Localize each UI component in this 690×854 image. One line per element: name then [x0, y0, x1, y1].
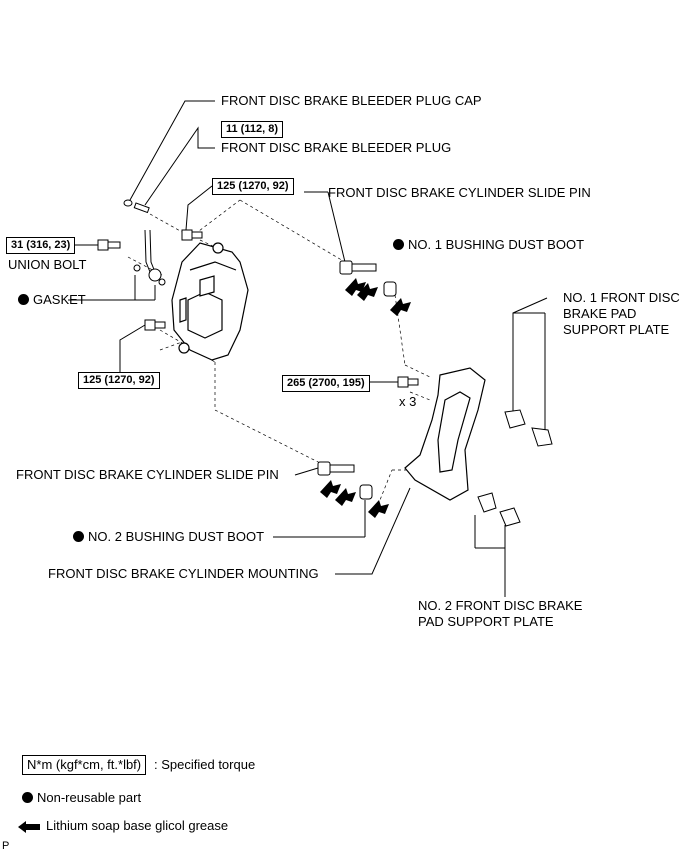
bleeder-plug-cap-label: FRONT DISC BRAKE BLEEDER PLUG CAP	[221, 93, 482, 108]
support-plate-1-line2: BRAKE PAD	[563, 306, 637, 321]
non-reusable-dot-icon	[73, 531, 84, 542]
bushing-boot-1-text: NO. 1 BUSHING DUST BOOT	[408, 237, 585, 252]
torque-bleeder-plug: 11 (112, 8)	[221, 121, 283, 138]
torque-upper-bolt: 125 (1270, 92)	[212, 178, 294, 195]
bushing-boot-2-text: NO. 2 BUSHING DUST BOOT	[88, 529, 265, 544]
cylinder-mounting-label: FRONT DISC BRAKE CYLINDER MOUNTING	[48, 566, 319, 581]
non-reusable-dot-icon	[393, 239, 404, 250]
legend-grease-text: Lithium soap base glicol grease	[46, 818, 229, 833]
legend-torque-desc: : Specified torque	[154, 757, 256, 772]
support-plate-1-line3: SUPPORT PLATE	[563, 322, 670, 337]
grease-arrow-icon	[18, 820, 40, 833]
legend-non-reusable-text: Non-reusable part	[37, 790, 142, 805]
support-plate-2-line2: PAD SUPPORT PLATE	[418, 614, 554, 629]
bushing-boot-2-label: NO. 2 BUSHING DUST BOOT	[73, 529, 264, 545]
torque-lower-bolt: 125 (1270, 92)	[78, 372, 160, 389]
corner-mark: P	[2, 840, 10, 852]
torque-union-bolt: 31 (316, 23)	[6, 237, 76, 254]
slide-pin-bottom-label: FRONT DISC BRAKE CYLINDER SLIDE PIN	[16, 467, 279, 482]
non-reusable-dot-icon	[22, 792, 33, 803]
gasket-label: GASKET	[18, 292, 86, 308]
gasket-text: GASKET	[33, 292, 86, 307]
quantity-label: x 3	[399, 394, 417, 409]
legend-non-reusable: Non-reusable part	[22, 790, 141, 806]
non-reusable-dot-icon	[18, 294, 29, 305]
caliper-shape	[171, 242, 249, 361]
bushing-boot-1-label: NO. 1 BUSHING DUST BOOT	[393, 237, 584, 253]
slide-pin-top-label: FRONT DISC BRAKE CYLINDER SLIDE PIN	[328, 185, 591, 200]
torque-mounting-bolt: 265 (2700, 195)	[282, 375, 370, 392]
union-bolt-label: UNION BOLT	[8, 257, 87, 272]
support-plate-2-line1: NO. 2 FRONT DISC BRAKE	[418, 598, 583, 613]
legend-grease: Lithium soap base glicol grease	[18, 818, 228, 834]
support-plate-1-line1: NO. 1 FRONT DISC	[563, 290, 680, 305]
bleeder-plug-label: FRONT DISC BRAKE BLEEDER PLUG	[221, 140, 452, 155]
legend-torque-unit: N*m (kgf*cm, ft.*lbf)	[22, 755, 147, 775]
